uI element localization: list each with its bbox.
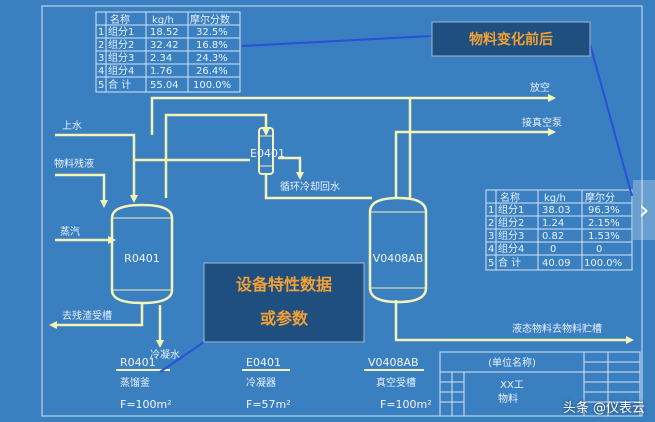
- equipment-list-tag: E0401: [246, 356, 281, 369]
- drawing-border: [41, 5, 643, 417]
- process-piping: [55, 96, 630, 342]
- equipment-list-spec: F=57m²: [246, 398, 291, 411]
- condenser: E0401: [250, 127, 285, 175]
- feed-header-mole: 摩尔分数: [190, 13, 230, 26]
- feed-row-mole: 16.8%: [196, 40, 228, 51]
- product-row-mole: 1.53%: [588, 231, 620, 242]
- equipment-list-spec: F=100m²: [120, 398, 172, 411]
- product-header-mole: 摩尔分: [585, 191, 615, 204]
- feed-row-mole: 100.0%: [193, 80, 231, 91]
- title-block-project: XX工: [500, 380, 524, 391]
- stream-vent: 放空: [530, 81, 550, 94]
- material-callout-text: 物料变化前后: [469, 31, 553, 48]
- tank-tag: V0408AB: [373, 252, 424, 265]
- feed-row-kgh: 32.42: [150, 40, 179, 51]
- feed-row-no: 5: [98, 80, 104, 91]
- product-header-name: 名称: [500, 191, 520, 204]
- product-row-kgh: 38.03: [542, 205, 571, 216]
- feed-row-name: 组分2: [108, 38, 134, 51]
- next-slide-button[interactable]: ›: [633, 180, 655, 240]
- title-block-unit: (单位名称): [488, 356, 536, 369]
- product-row-kgh: 0: [550, 244, 556, 255]
- product-composition-table: 名称 kg/h 摩尔分 1 组分1 38.03 96.3% 2 组分2 1.24…: [485, 189, 633, 271]
- equipment-list-tag: V0408AB: [368, 356, 419, 369]
- product-row-kgh: 0.82: [542, 231, 564, 242]
- feed-row-kgh: 1.76: [150, 66, 172, 77]
- feed-row-mole: 32.5%: [196, 27, 228, 38]
- vacuum-receiver-tank: V0408AB: [368, 196, 428, 304]
- product-row-no: 4: [488, 244, 494, 255]
- material-callout-leader: [241, 35, 433, 47]
- feed-row-name: 组分3: [108, 51, 134, 64]
- stream-water-in: 上水: [62, 120, 82, 132]
- stream-steam: 蒸汽: [60, 225, 80, 238]
- product-row-kgh: 40.09: [542, 258, 571, 269]
- product-row-kgh: 1.24: [542, 218, 564, 229]
- title-block-drawing: 物料: [498, 392, 518, 405]
- feed-header-kgh: kg/h: [152, 15, 174, 26]
- equipment-list-name: 真空受槽: [376, 376, 416, 389]
- reactor-vessel: R0401: [110, 203, 174, 305]
- feed-header-name: 名称: [110, 13, 130, 26]
- product-row-mole: 2.15%: [588, 218, 620, 229]
- product-row-no: 2: [488, 218, 494, 229]
- stream-vacuum: 接真空泵: [522, 116, 562, 129]
- product-row-name: 组分2: [498, 216, 524, 229]
- material-callout-leader: [589, 43, 633, 197]
- stream-residue: 去残渣受槽: [62, 309, 112, 322]
- material-callout-box: [431, 21, 591, 57]
- equipment-callout-leader: [159, 341, 205, 373]
- stream-feed: 物料残液: [54, 157, 94, 170]
- product-row-no: 1: [488, 205, 494, 216]
- title-block: [439, 351, 641, 417]
- reactor-tag: R0401: [124, 252, 160, 265]
- flow-arrows: [49, 94, 634, 348]
- equipment-list-spec: F=100m²: [380, 398, 432, 411]
- stream-liquid-product: 液态物料去物料贮槽: [512, 322, 602, 335]
- feed-row-mole: 24.3%: [196, 53, 228, 64]
- equipment-callout-line1: 设备特性数据: [236, 275, 332, 294]
- feed-row-name: 组分1: [108, 25, 134, 38]
- feed-composition-table: 名称 kg/h 摩尔分数 1 组分1 18.52 32.5% 2 组分2 32.…: [95, 11, 241, 93]
- product-row-no: 3: [488, 231, 494, 242]
- feed-row-kgh: 18.52: [150, 27, 179, 38]
- feed-row-no: 1: [98, 27, 104, 38]
- product-row-mole: 0: [596, 244, 602, 255]
- feed-row-no: 3: [98, 53, 104, 64]
- stream-circulating-water: 循环冷却回水: [280, 180, 340, 193]
- product-header-kgh: kg/h: [544, 193, 566, 204]
- stream-cooling-water: 冷凝水: [150, 348, 180, 361]
- feed-row-kgh: 55.04: [150, 80, 179, 91]
- product-row-name: 组分1: [498, 203, 524, 216]
- product-row-name: 组分3: [498, 229, 524, 242]
- equipment-list-name: 蒸馏釜: [120, 376, 150, 389]
- equipment-callout-box: [203, 262, 365, 343]
- product-row-name: 组分4: [498, 242, 524, 255]
- product-row-no: 5: [488, 258, 494, 269]
- equipment-callout-line2: 或参数: [260, 309, 309, 328]
- feed-row-no: 4: [98, 66, 104, 77]
- equipment-list-tag: R0401: [120, 356, 156, 369]
- watermark: 头条 @仪表云: [562, 401, 645, 416]
- equipment-list: R0401 蒸馏釜 F=100m² E0401 冷凝器 F=57m² V0408…: [116, 356, 432, 411]
- equipment-list-name: 冷凝器: [246, 376, 276, 389]
- product-row-mole: 96.3%: [588, 205, 620, 216]
- product-row-name: 合 计: [498, 256, 521, 269]
- feed-row-name: 合 计: [108, 78, 131, 91]
- condenser-tag: E0401: [250, 147, 285, 160]
- chevron-right-icon: ›: [638, 193, 650, 226]
- feed-row-mole: 26.4%: [196, 66, 228, 77]
- feed-row-no: 2: [98, 40, 104, 51]
- feed-row-name: 组分4: [108, 64, 134, 77]
- product-row-mole: 100.0%: [584, 258, 622, 269]
- feed-row-kgh: 2.34: [150, 53, 172, 64]
